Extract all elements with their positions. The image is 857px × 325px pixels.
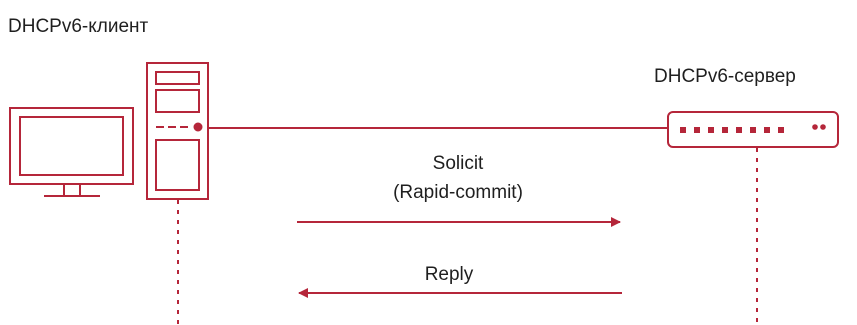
pc-tower-icon — [146, 62, 209, 200]
server-label: DHCPv6-сервер — [654, 66, 796, 87]
server-switch-icon — [667, 111, 839, 148]
desktop-monitor-icon — [9, 107, 134, 197]
message-reply-label: Reply — [425, 264, 474, 285]
message-solicit-label: Solicit — [433, 153, 484, 174]
message-solicit-sublabel: (Rapid-commit) — [393, 182, 523, 203]
client-label: DHCPv6-клиент — [8, 16, 149, 37]
